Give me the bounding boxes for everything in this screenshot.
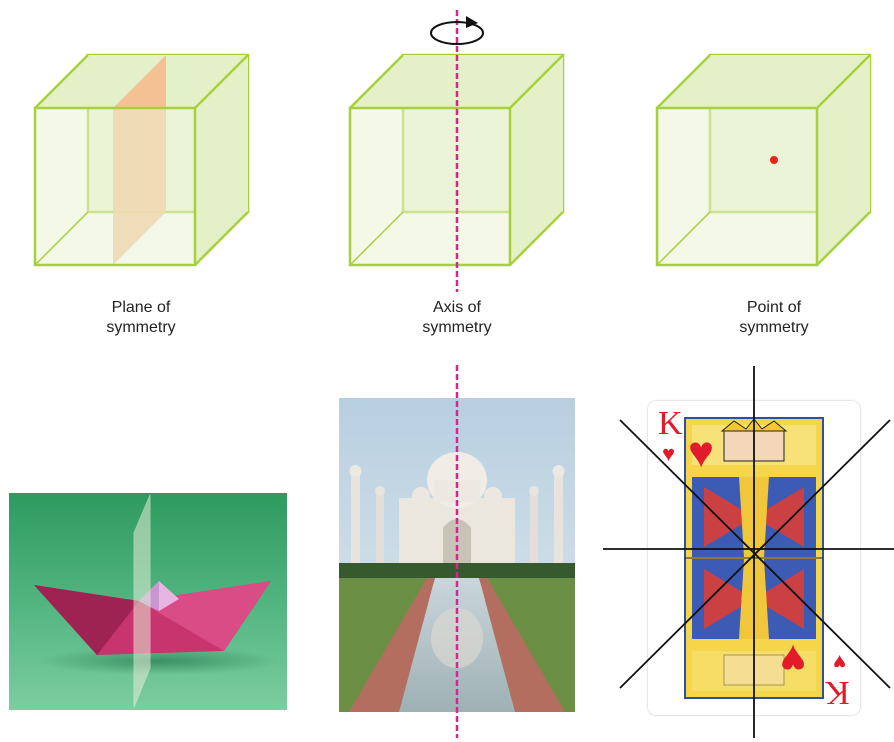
caption-point-line2: symmetry bbox=[739, 319, 809, 336]
caption-axis-line2: symmetry bbox=[422, 319, 492, 336]
caption-axis-of-symmetry: Axis of symmetry bbox=[357, 298, 557, 338]
caption-plane-line1: Plane of bbox=[111, 299, 171, 316]
boat-symmetry-plane bbox=[133, 494, 151, 708]
card-suit-top-icon: ♥ bbox=[662, 441, 676, 466]
card-large-suit-top-icon: ♥ bbox=[688, 428, 715, 477]
card-rank-top: K bbox=[658, 405, 683, 442]
caption-point-line1: Point of bbox=[746, 299, 802, 316]
caption-axis-line1: Axis of bbox=[432, 299, 481, 316]
caption-plane-of-symmetry: Plane of symmetry bbox=[41, 298, 241, 338]
paper-boat-photo bbox=[9, 493, 287, 710]
caption-plane-line2: symmetry bbox=[106, 319, 176, 336]
caption-point-of-symmetry: Point of symmetry bbox=[674, 298, 874, 338]
rotation-arrow-icon bbox=[430, 16, 484, 45]
symmetry-point bbox=[770, 156, 778, 164]
